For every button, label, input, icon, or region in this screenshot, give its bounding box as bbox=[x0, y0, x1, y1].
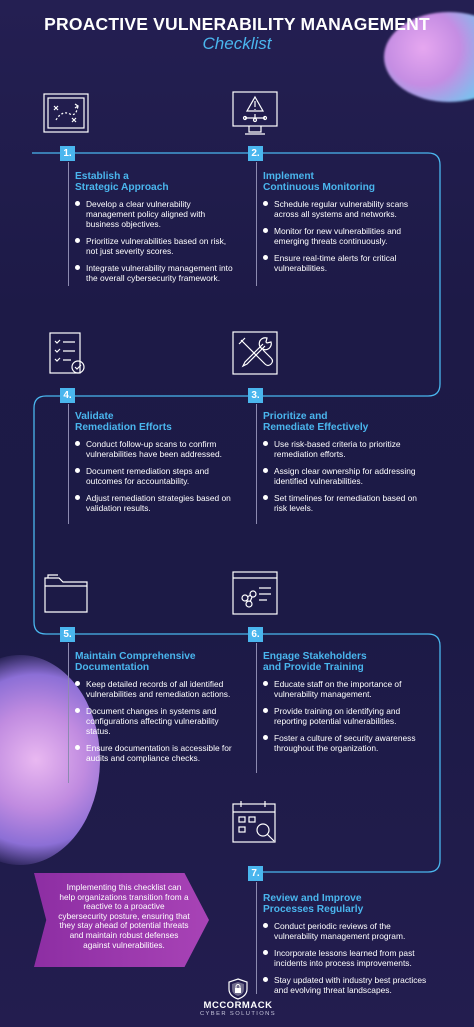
step-guide-line bbox=[256, 882, 257, 994]
brand-name: MCCORMACK bbox=[203, 1000, 273, 1011]
list-item: Foster a culture of security awareness t… bbox=[263, 733, 423, 753]
list-item: Prioritize vulnerabilities based on risk… bbox=[75, 236, 237, 256]
checklist-icon bbox=[42, 330, 90, 376]
list-item: Use risk-based criteria to prioritize re… bbox=[263, 439, 423, 459]
list-item: Incorporate lessons learned from past in… bbox=[263, 948, 433, 968]
tools-icon bbox=[231, 330, 279, 376]
strategy-board-icon bbox=[42, 90, 90, 136]
header: PROACTIVE VULNERABILITY MANAGEMENT Check… bbox=[0, 0, 474, 62]
page-title: PROACTIVE VULNERABILITY MANAGEMENT bbox=[44, 14, 430, 34]
step-guide-line bbox=[68, 643, 69, 783]
brand-tagline: CYBER SOLUTIONS bbox=[199, 1011, 277, 1017]
callout-banner bbox=[34, 873, 209, 967]
list-item: Adjust remediation strategies based on v… bbox=[75, 493, 237, 513]
calendar-review-icon bbox=[231, 800, 279, 846]
step-guide-line bbox=[256, 404, 257, 524]
list-item: Develop a clear vulnerability management… bbox=[75, 199, 237, 229]
list-item: Provide training on identifying and repo… bbox=[263, 706, 423, 726]
monitor-alert-icon bbox=[231, 90, 279, 136]
list-item: Monitor for new vulnerabilities and emer… bbox=[263, 226, 423, 246]
step-number-badge: 5. bbox=[60, 627, 75, 642]
list-item: Ensure real-time alerts for critical vul… bbox=[263, 253, 423, 273]
page-subtitle: Checklist bbox=[202, 34, 272, 53]
brand-logo: MCCORMACK CYBER SOLUTIONS bbox=[190, 978, 286, 1018]
step-guide-line bbox=[68, 404, 69, 524]
step-guide-line bbox=[256, 643, 257, 773]
presentation-icon bbox=[231, 570, 279, 616]
list-item: Conduct periodic reviews of the vulnerab… bbox=[263, 921, 433, 941]
shield-logo-icon bbox=[228, 978, 248, 1000]
list-item: Schedule regular vulnerability scans acr… bbox=[263, 199, 423, 219]
step-number-badge: 2. bbox=[248, 146, 263, 161]
list-item: Document changes in systems and configur… bbox=[75, 706, 237, 736]
step-number-badge: 6. bbox=[248, 627, 263, 642]
list-item: Ensure documentation is accessible for a… bbox=[75, 743, 237, 763]
step-guide-line bbox=[256, 162, 257, 286]
list-item: Keep detailed records of all identified … bbox=[75, 679, 237, 699]
step-number-badge: 7. bbox=[248, 866, 263, 881]
list-item: Set timelines for remediation based on r… bbox=[263, 493, 423, 513]
callout-text: Implementing this checklist can help org… bbox=[58, 882, 190, 950]
list-item: Integrate vulnerability management into … bbox=[75, 263, 237, 283]
list-item: Educate staff on the importance of vulne… bbox=[263, 679, 423, 699]
step-number-badge: 1. bbox=[60, 146, 75, 161]
step-number-badge: 4. bbox=[60, 388, 75, 403]
list-item: Document remediation steps and outcomes … bbox=[75, 466, 237, 486]
step-number-badge: 3. bbox=[248, 388, 263, 403]
step-guide-line bbox=[68, 162, 69, 286]
list-item: Stay updated with industry best practice… bbox=[263, 975, 433, 995]
list-item: Assign clear ownership for addressing id… bbox=[263, 466, 423, 486]
folder-icon bbox=[42, 570, 90, 616]
list-item: Conduct follow-up scans to confirm vulne… bbox=[75, 439, 237, 459]
